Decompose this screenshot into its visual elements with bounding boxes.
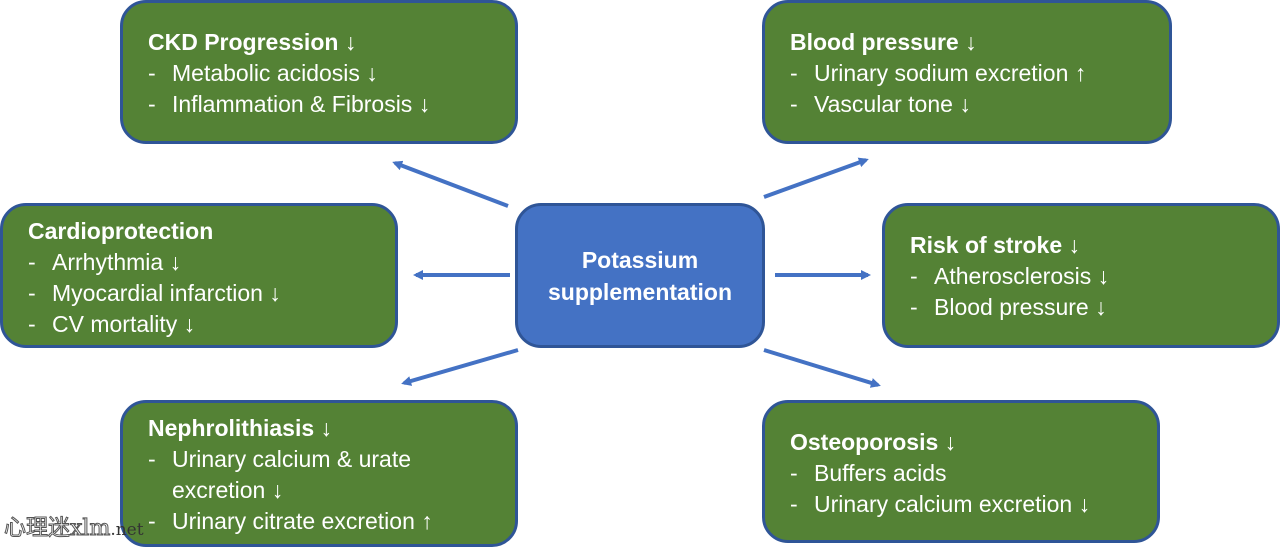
- center-line-2: supplementation: [547, 278, 732, 305]
- blood-pressure-item: -Vascular tone ↓: [790, 91, 971, 117]
- osteoporosis-box: Osteoporosis ↓ -Buffers acids -Urinary c…: [762, 400, 1160, 543]
- watermark: 心理迷xlm.net: [3, 516, 144, 542]
- ckd-progression-box: CKD Progression ↓ -Metabolic acidosis ↓ …: [120, 0, 518, 144]
- arrow-to-blood-pressure: [763, 157, 869, 199]
- nephrolithiasis-item-continued: excretion ↓: [172, 477, 284, 503]
- ckd-progression-title: CKD Progression ↓: [148, 29, 357, 55]
- osteoporosis-item: -Buffers acids: [790, 460, 947, 486]
- stroke-title: Risk of stroke ↓: [910, 232, 1080, 258]
- arrow-to-osteoporosis: [763, 348, 881, 388]
- cardioprotection-item: -Arrhythmia ↓: [28, 249, 182, 275]
- ckd-item: -Metabolic acidosis ↓: [148, 60, 378, 86]
- nephrolithiasis-item: -Urinary calcium & urate: [148, 446, 412, 472]
- cardioprotection-box: Cardioprotection -Arrhythmia ↓ -Myocardi…: [0, 203, 398, 348]
- center-line-1: Potassium: [581, 246, 699, 273]
- blood-pressure-box: Blood pressure ↓ -Urinary sodium excreti…: [762, 0, 1172, 144]
- osteoporosis-item: -Urinary calcium excretion ↓: [790, 491, 1091, 517]
- stroke-item: -Atherosclerosis ↓: [910, 263, 1110, 289]
- arrow-to-ckd: [392, 160, 509, 208]
- nephrolithiasis-box: Nephrolithiasis ↓ -Urinary calcium & ura…: [120, 400, 518, 547]
- osteoporosis-title: Osteoporosis ↓: [790, 429, 957, 455]
- cardioprotection-title: Cardioprotection: [28, 218, 214, 244]
- stroke-box: Risk of stroke ↓ -Atherosclerosis ↓ -Blo…: [882, 203, 1280, 348]
- blood-pressure-title: Blood pressure ↓: [790, 29, 977, 55]
- stroke-item: -Blood pressure ↓: [910, 294, 1107, 320]
- blood-pressure-item: -Urinary sodium excretion ↑: [790, 60, 1087, 86]
- potassium-supplementation-node: Potassium supplementation: [515, 203, 765, 348]
- ckd-item: -Inflammation & Fibrosis ↓: [148, 91, 431, 117]
- nephrolithiasis-item: -Urinary citrate excretion ↑: [148, 508, 433, 534]
- nephrolithiasis-title: Nephrolithiasis ↓: [148, 415, 333, 441]
- cardioprotection-item: -CV mortality ↓: [28, 311, 196, 337]
- arrow-to-nephrolithiasis: [401, 348, 519, 386]
- cardioprotection-item: -Myocardial infarction ↓: [28, 280, 281, 306]
